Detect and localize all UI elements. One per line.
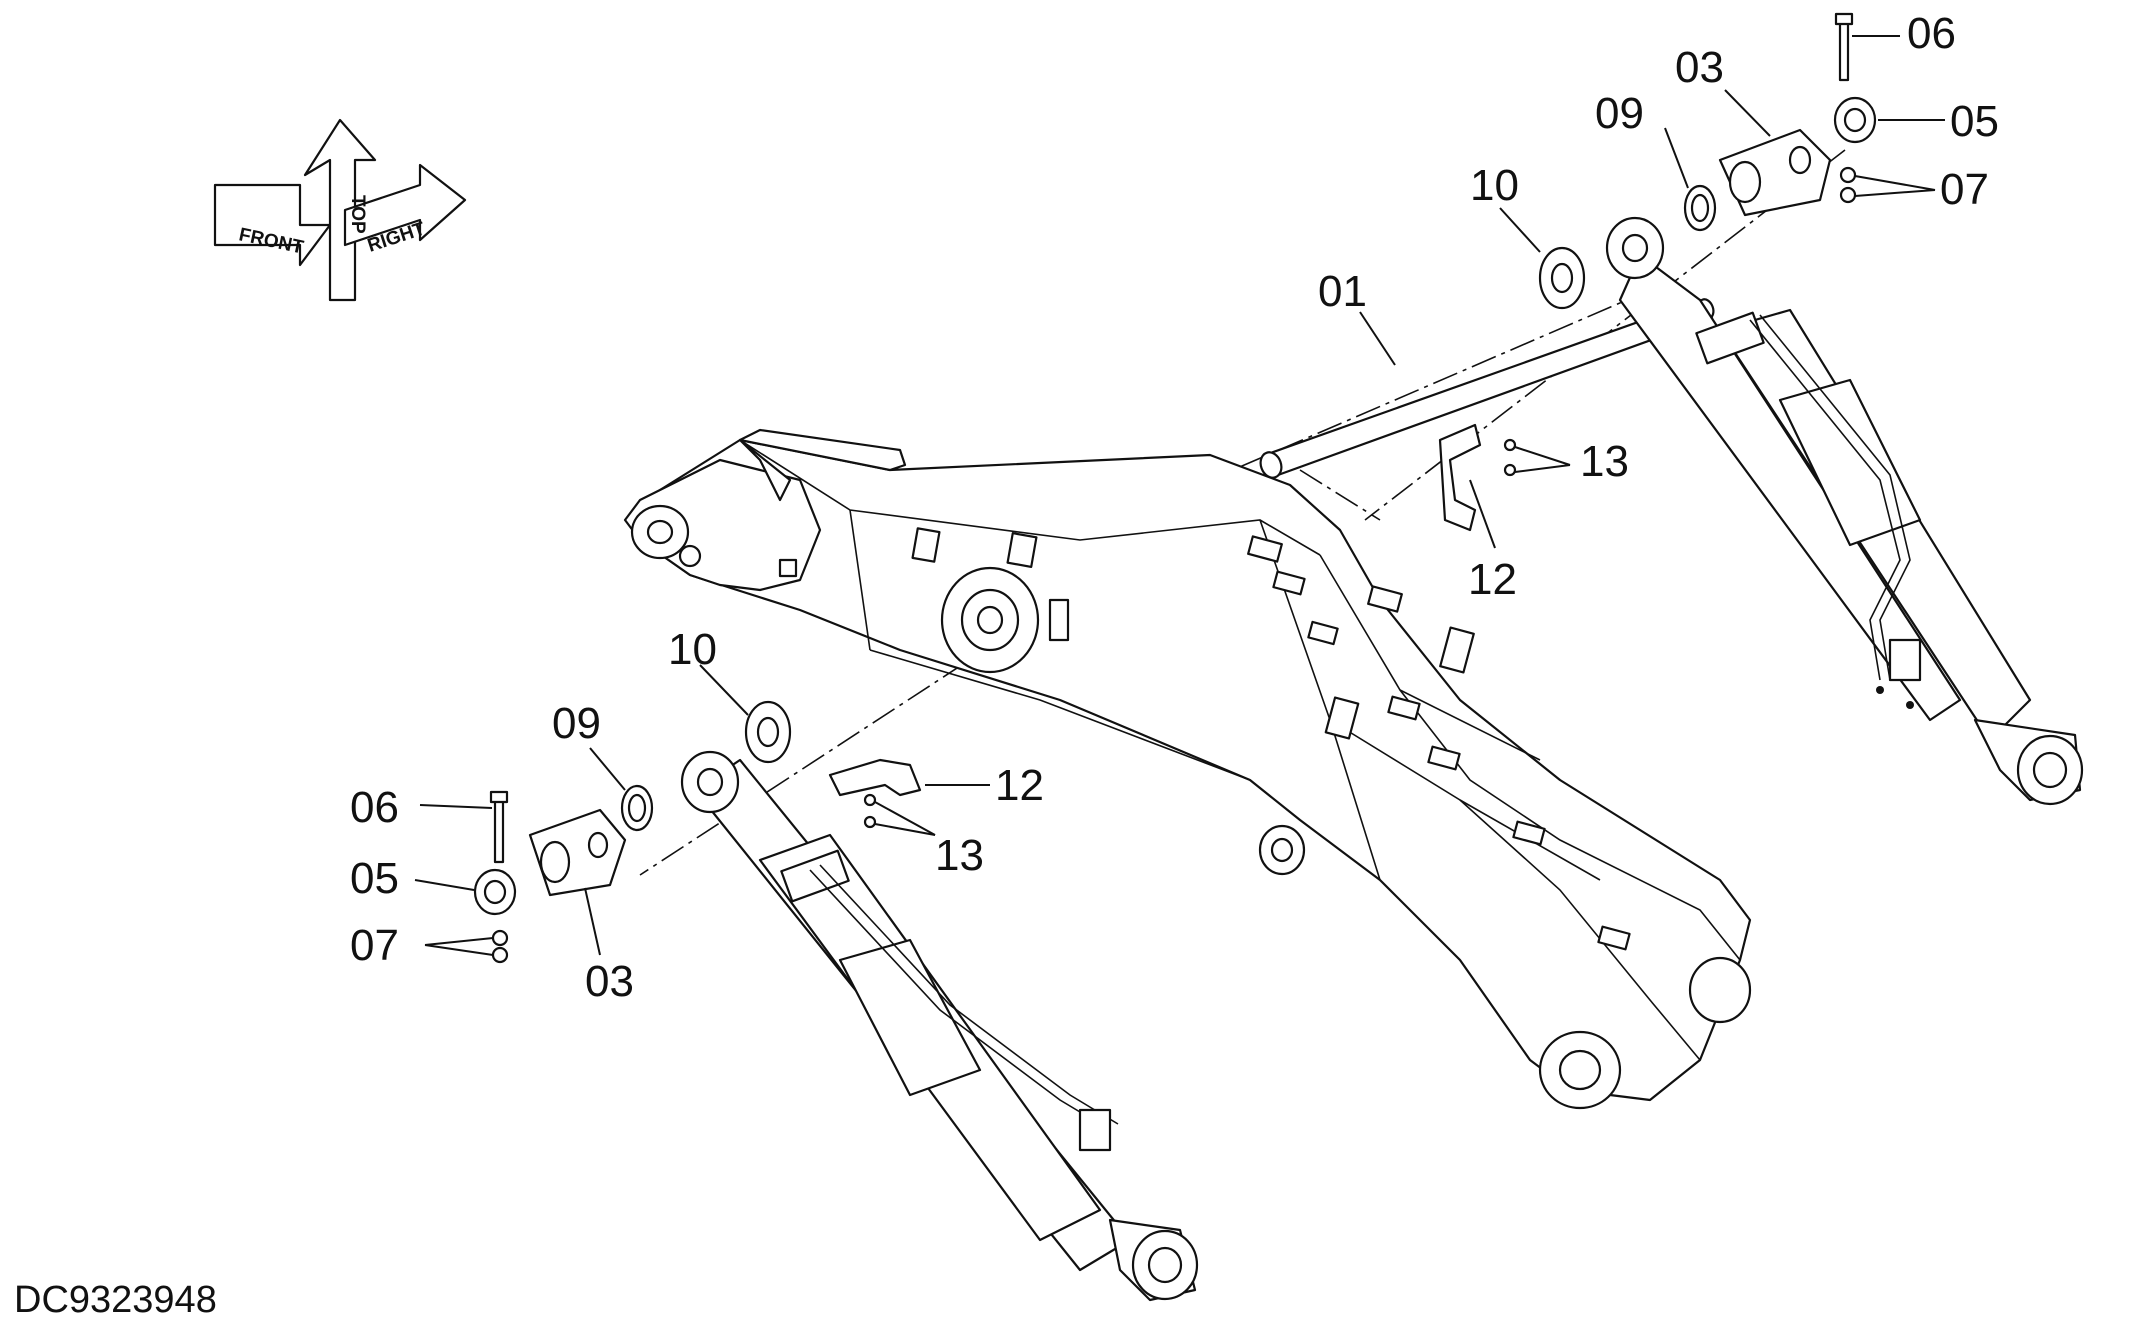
callout-12-left: 12 [995, 761, 1044, 810]
clamp-12-right [1438, 423, 1482, 532]
left-cylinder [680, 750, 1199, 1302]
orientation-top-label: TOP [347, 195, 368, 234]
nut-07-right-b [1839, 186, 1857, 204]
orientation-icon: FRONT TOP RIGHT [213, 118, 467, 302]
callout-12-right: 12 [1468, 555, 1517, 604]
clamp-12-left [828, 758, 922, 797]
nut-07-right-a [1839, 166, 1857, 184]
callout-09-left: 09 [552, 699, 601, 748]
callout-01: 01 [1318, 267, 1367, 316]
drawing-id: DC9323948 [14, 1279, 217, 1321]
bolt-13-left-a [863, 793, 877, 807]
callout-13-right: 13 [1580, 437, 1629, 486]
callout-03-left: 03 [585, 957, 634, 1006]
boom-structure [623, 428, 1752, 1110]
bolt-13-left-b [863, 815, 877, 829]
nut-07-left-b [491, 946, 509, 964]
callout-10-left: 10 [668, 625, 717, 674]
bolt-13-right-a [1503, 438, 1517, 452]
bolt-06-left [493, 798, 505, 864]
callout-03-right: 03 [1675, 43, 1724, 92]
callout-07-left: 07 [350, 921, 399, 970]
left-hardware [473, 700, 922, 964]
callout-labels: 01 10 09 03 06 05 07 13 12 10 09 12 13 0… [350, 9, 1999, 1006]
callout-06-right: 06 [1907, 9, 1956, 58]
right-cylinder [1605, 216, 2084, 806]
right-hardware [1438, 12, 1877, 532]
leader-lines [414, 35, 1945, 956]
callout-06-left: 06 [350, 783, 399, 832]
bolt-13-right-b [1503, 463, 1517, 477]
callout-10-right: 10 [1470, 161, 1519, 210]
callout-07-right: 07 [1940, 165, 1989, 214]
callout-05-left: 05 [350, 854, 399, 903]
bolt-06-right [1838, 20, 1850, 82]
callout-13-left: 13 [935, 831, 984, 880]
nut-07-left-a [491, 929, 509, 947]
callout-09-right: 09 [1595, 89, 1644, 138]
callout-05-right: 05 [1950, 97, 1999, 146]
